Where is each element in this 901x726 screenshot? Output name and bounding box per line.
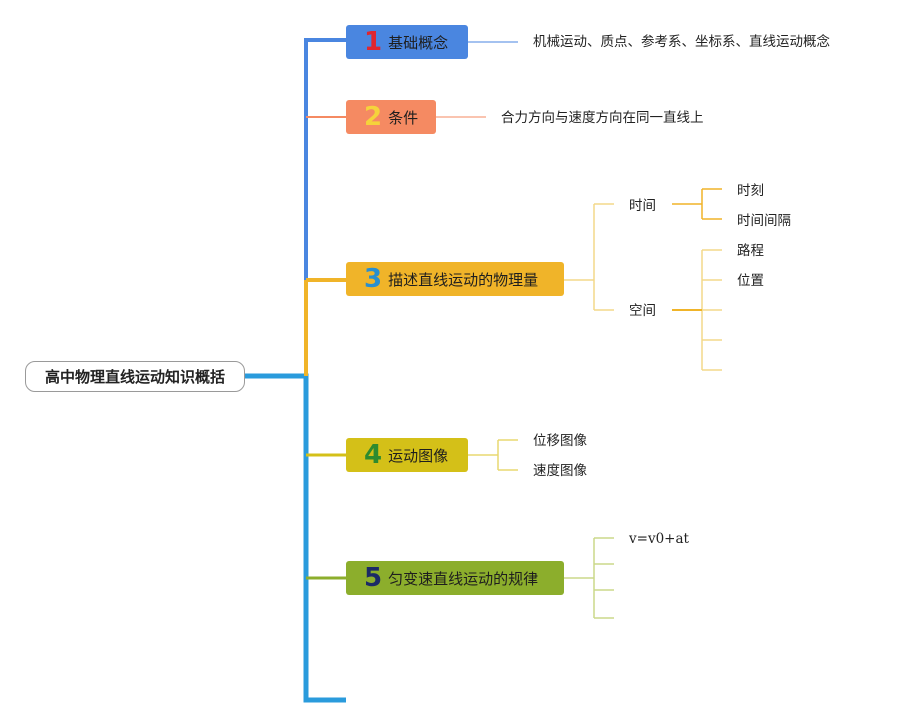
leaf-time-interval[interactable]: 时间间隔 xyxy=(737,213,791,229)
branch-5-number: 5 xyxy=(364,563,383,593)
branch-4-label: 运动图像 xyxy=(388,446,449,465)
subtopic-time[interactable]: 时间 xyxy=(629,198,656,214)
leaf-moment[interactable]: 时刻 xyxy=(737,183,764,199)
branch-1-number: 1 xyxy=(364,27,383,57)
leaf-displacement-graph[interactable]: 位移图像 xyxy=(533,433,587,449)
branch-5[interactable]: 5 匀变速直线运动的规律 xyxy=(346,561,564,595)
root-topic[interactable]: 高中物理直线运动知识概括 xyxy=(25,361,245,392)
trunk-connector xyxy=(245,373,346,703)
connector-detail-5 xyxy=(564,537,614,619)
root-topic-label: 高中物理直线运动知识概括 xyxy=(44,368,225,386)
branch-3-label: 描述直线运动的物理量 xyxy=(388,270,539,289)
branch-3[interactable]: 3 描述直线运动的物理量 xyxy=(346,262,564,296)
connector-detail-3 xyxy=(564,203,614,311)
branch-2[interactable]: 2 条件 xyxy=(346,100,436,134)
branch-3-number: 3 xyxy=(364,264,383,294)
leaf-position[interactable]: 位置 xyxy=(737,273,764,289)
branch-1-detail[interactable]: 机械运动、质点、参考系、坐标系、直线运动概念 xyxy=(533,34,830,50)
branch-4-number: 4 xyxy=(364,440,383,470)
leaf-distance[interactable]: 路程 xyxy=(737,243,764,259)
subtopic-space[interactable]: 空间 xyxy=(629,303,656,319)
leaf-velocity-formula[interactable]: v=v0+at xyxy=(629,531,689,547)
branch-5-label: 匀变速直线运动的规律 xyxy=(388,569,539,588)
branch-2-detail[interactable]: 合力方向与速度方向在同一直线上 xyxy=(501,110,704,126)
connector-detail-4 xyxy=(468,439,518,471)
branch-1[interactable]: 1 基础概念 xyxy=(346,25,468,59)
trunk-connector-top xyxy=(304,38,346,280)
connector-time xyxy=(672,188,722,220)
branch-2-number: 2 xyxy=(364,102,383,132)
leaf-velocity-graph[interactable]: 速度图像 xyxy=(533,463,587,479)
branch-2-label: 条件 xyxy=(388,108,419,127)
branch-1-label: 基础概念 xyxy=(388,33,449,52)
branch-4[interactable]: 4 运动图像 xyxy=(346,438,468,472)
